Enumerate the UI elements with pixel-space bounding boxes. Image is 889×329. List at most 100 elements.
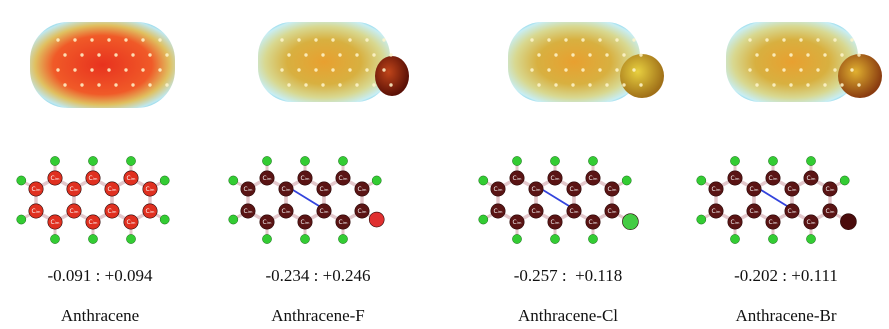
- carbon-atom-label: Cᵢₘ: [532, 186, 541, 193]
- hydrogen-atom: [88, 156, 98, 166]
- carbon-atom: [509, 214, 525, 230]
- carbon-atom: [566, 203, 582, 219]
- esp-atom-dot: [755, 83, 759, 87]
- carbon-atom: [746, 181, 762, 197]
- esp-atom-dot: [840, 83, 844, 87]
- esp-atom-dot: [280, 68, 284, 72]
- esp-atom-dot: [857, 53, 861, 57]
- carbon-atom: [727, 170, 743, 186]
- hydrogen-atom: [88, 234, 98, 244]
- esp-atom-dot: [530, 38, 534, 42]
- esp-halogen-lobe-anthracene-cl: [620, 54, 664, 98]
- carbon-atom: [66, 203, 82, 219]
- hydrogen-atom: [228, 175, 239, 186]
- esp-atom-dot: [372, 53, 376, 57]
- label-anthracene-cl: Anthracene-Cl: [517, 306, 619, 325]
- carbon-atom: [784, 181, 800, 197]
- hydrogen-atom: [50, 234, 60, 244]
- carbon-atom-label: Cᵢₘ: [358, 208, 367, 215]
- esp-atom-dot: [321, 53, 325, 57]
- carbon-atom-label: Cᵢₘ: [807, 219, 816, 226]
- carbon-atom-label: Cᵢₘ: [494, 186, 503, 193]
- carbon-atom-label: Cᵢₘ: [358, 186, 367, 193]
- esp-atom-dot: [97, 83, 101, 87]
- esp-atom-dot: [772, 83, 776, 87]
- esp-atom-dot: [372, 83, 376, 87]
- esp-atom-dot: [850, 68, 854, 72]
- hydrogen-atom: [550, 234, 560, 244]
- hydrogen-atom: [478, 214, 489, 225]
- esp-atom-dot: [564, 38, 568, 42]
- carbon-atom-label: Cᵢₘ: [108, 208, 117, 215]
- esp-atom-dot: [304, 53, 308, 57]
- carbon-atom-label: Cᵢₘ: [750, 186, 759, 193]
- carbon-atom: [335, 170, 351, 186]
- esp-atom-dot: [772, 53, 776, 57]
- esp-atom-dot: [823, 53, 827, 57]
- esp-atom-dot: [90, 38, 94, 42]
- carbon-atom: [765, 170, 781, 186]
- hydrogen-atom: [806, 156, 816, 166]
- hydrogen-atom: [262, 156, 272, 166]
- esp-atom-dot: [73, 38, 77, 42]
- carbon-atom: [66, 181, 82, 197]
- carbon-atom: [490, 203, 506, 219]
- carbon-atom: [585, 170, 601, 186]
- esp-atom-dot: [56, 68, 60, 72]
- carbon-atom: [259, 170, 275, 186]
- carbon-atom-label: Cᵢₘ: [513, 175, 522, 182]
- esp-atom-dot: [355, 53, 359, 57]
- esp-atom-dot: [331, 38, 335, 42]
- charge-range-anthracene-f: -0.234 : +0.246: [265, 266, 371, 285]
- carbon-atom-label: Cᵢₘ: [51, 219, 60, 226]
- esp-atom-dot: [806, 83, 810, 87]
- carbon-atom-label: Cᵢₘ: [70, 208, 79, 215]
- carbon-atom-label: Cᵢₘ: [282, 208, 291, 215]
- carbon-atom: [259, 214, 275, 230]
- esp-atom-dot: [799, 38, 803, 42]
- esp-atom-dot: [80, 53, 84, 57]
- esp-atom-dot: [605, 53, 609, 57]
- esp-atom-dot: [748, 68, 752, 72]
- esp-atom-dot: [107, 38, 111, 42]
- esp-atom-dot: [287, 83, 291, 87]
- carbon-atom-label: Cᵢₘ: [807, 175, 816, 182]
- hydrogen-atom: [300, 156, 310, 166]
- esp-atom-dot: [537, 53, 541, 57]
- carbon-atom: [528, 181, 544, 197]
- esp-atom-dot: [547, 38, 551, 42]
- esp-lobe-anthracene: [30, 22, 175, 108]
- label-anthracene: Anthracene: [60, 306, 140, 325]
- carbon-atom: [123, 170, 139, 186]
- carbon-atom: [335, 214, 351, 230]
- carbon-atom: [278, 181, 294, 197]
- hydrogen-atom: [730, 234, 740, 244]
- carbon-atom: [123, 214, 139, 230]
- label-anthracene-br: Anthracene-Br: [735, 306, 837, 325]
- esp-atom-dot: [338, 83, 342, 87]
- esp-atom-dot: [850, 38, 854, 42]
- carbon-atom: [278, 203, 294, 219]
- carbon-atom: [803, 170, 819, 186]
- hydrogen-atom: [588, 234, 598, 244]
- esp-atom-dot: [581, 38, 585, 42]
- carbon-atom-label: Cᵢₘ: [769, 219, 778, 226]
- esp-atom-dot: [382, 38, 386, 42]
- hydrogen-atom: [621, 175, 632, 186]
- carbon-atom-label: Cᵢₘ: [146, 186, 155, 193]
- hydrogen-atom: [228, 214, 239, 225]
- esp-atom-dot: [598, 68, 602, 72]
- hydrogen-atom: [806, 234, 816, 244]
- carbon-atom: [297, 170, 313, 186]
- hydrogen-atom: [126, 234, 136, 244]
- carbon-atom-label: Cᵢₘ: [589, 219, 598, 226]
- carbon-atom-label: Cᵢₘ: [608, 208, 617, 215]
- hydrogen-atom: [371, 175, 382, 186]
- esp-atom-dot: [816, 38, 820, 42]
- hydrogen-atom: [768, 234, 778, 244]
- esp-atom-dot: [857, 83, 861, 87]
- carbon-atom: [47, 214, 63, 230]
- hydrogen-atom: [696, 214, 707, 225]
- hydrogen-atom: [338, 234, 348, 244]
